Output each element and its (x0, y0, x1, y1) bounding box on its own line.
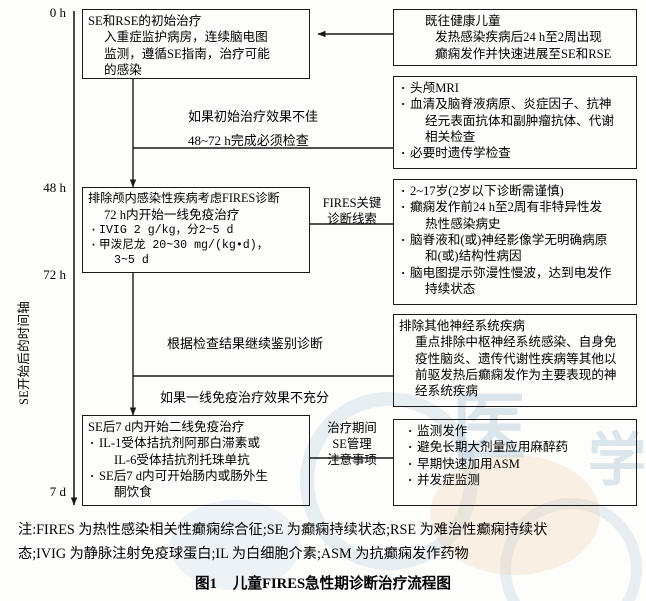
se-management-box: 监测发作 避免长期大剂量应用麻醉药 早期快速加用ASM 并发症监测 (393, 419, 637, 506)
exclusion-title: 排除其他神经系统疾病 (399, 319, 525, 333)
required-workup-box: 头颅MRI 血清及脑脊液病原、炎症因子、抗神 经元表面抗体和副肿瘤抗体、代谢 相… (393, 76, 637, 169)
figure-caption: 图1 儿童FIRES急性期诊断治疗流程图 (0, 572, 646, 593)
initial-treatment-line-4: 的感染 (104, 63, 142, 78)
se-mgmt-item-4: 并发症监测 (406, 472, 632, 488)
edge-label-poor-initial-response: 如果初始治疗效果不佳 (188, 109, 319, 124)
timeline-tick-72h: 72 h (43, 267, 66, 282)
second-line-item-1-cont: IL-6受体拮抗剂托珠单抗 (114, 452, 250, 467)
workup-item-2: 血清及脑脊液病原、炎症因子、抗神 (399, 96, 632, 112)
first-line-subtitle: 72 h内开始一线免疫治疗 (104, 207, 240, 222)
second-line-item-2-cont: 酮饮食 (114, 485, 152, 500)
key-clues-label-line-2: 诊断线索 (327, 211, 377, 226)
key-clue-3-cont: 和(或)结构性病因 (425, 249, 522, 264)
initial-treatment-line-2: 入重症监护病房，连续脑电图 (104, 30, 268, 45)
key-clue-2-cont: 热性感染病史 (425, 216, 501, 231)
second-line-immunotherapy-box: SE后7 d内开始二线免疫治疗 IL-1受体拮抗剂阿那白滞素或 IL-6受体拮抗… (82, 415, 310, 506)
fires-key-clues-box: 2~17岁(2岁以下诊断需谨慎) 癫痫发作前24 h至2周有非特异性发 热性感染… (393, 179, 637, 305)
exclusion-line-4: 前驱发热后癫痫发作为主要表现的神 (415, 368, 617, 383)
figure-caption-label: 图1 (194, 576, 217, 592)
initial-treatment-line-1: SE和RSE的初始治疗 (88, 14, 202, 28)
key-clue-1: 2~17岁(2岁以下诊断需谨慎) (399, 183, 632, 199)
exclusion-line-2: 重点排除中枢神经系统感染、自身免 (415, 335, 617, 350)
workup-item-2-cont-1: 经元表面抗体和副肿瘤抗体、代谢 (425, 113, 614, 128)
fires-key-clues-connector-label: FIRES关键 诊断线索 (312, 196, 392, 228)
second-line-title: SE后7 d内开始二线免疫治疗 (88, 420, 245, 434)
presentation-line-1: 既往健康儿童 (425, 14, 501, 28)
presentation-box: 既往健康儿童 发热感染疾病后24 h至2周出现 癫痫发作并快速进展至SE和RSE (393, 9, 637, 66)
workup-item-3: 必要时遗传学检查 (399, 145, 632, 161)
key-clue-3: 脑脊液和(或)神经影像学无明确病原 (399, 232, 632, 248)
se-mgmt-label-line-2: SE管理 (332, 436, 372, 451)
initial-treatment-box: SE和RSE的初始治疗 入重症监护病房，连续脑电图 监测，遵循SE指南，治疗可能… (82, 9, 310, 79)
se-mgmt-item-3: 早期快速加用ASM (406, 456, 632, 472)
timeline-tick-7d: 7 d (49, 484, 66, 499)
workup-item-2-cont-2: 相关检查 (425, 130, 476, 145)
footnote-line-2: 态;IVIG 为静脉注射免疫球蛋白;IL 为白细胞介素;ASM 为抗癫痫发作药物 (18, 546, 469, 562)
exclusion-line-3: 疫性脑炎、遗传代谢性疾病等其他以 (415, 351, 617, 366)
timeline-axis-title: SE开始后的时间轴 (17, 301, 31, 405)
timeline-tick-48h: 48 h (43, 180, 66, 195)
se-management-connector-label: 治疗期间 SE管理 注意事项 (312, 421, 392, 469)
se-mgmt-label-line-3: 注意事项 (327, 452, 377, 467)
se-mgmt-item-2: 避免长期大剂量应用麻醉药 (406, 439, 632, 455)
edge-label-insufficient-first-line: 如果一线免疫治疗效果不充分 (160, 390, 330, 405)
first-line-drug-ivig: IVIG 2 g/kg，分2~5 d (88, 223, 305, 238)
initial-treatment-line-3: 监测，遵循SE指南，治疗可能 (104, 46, 270, 61)
key-clue-2: 癫痫发作前24 h至2周有非特异性发 (399, 199, 632, 215)
first-line-drug-duration: 3~5 d (114, 254, 149, 268)
edge-label-continue-differential: 根据检查结果继续鉴别诊断 (167, 336, 324, 351)
key-clue-4: 脑电图提示弥漫性慢波，达到电发作 (399, 265, 632, 281)
se-mgmt-label-line-1: 治疗期间 (327, 421, 377, 435)
se-mgmt-item-1: 监测发作 (406, 423, 632, 439)
edge-label-workup-window: 48~72 h完成必须检查 (188, 133, 309, 148)
first-line-immunotherapy-box: 排除颅内感染性疾病考虑FIRES诊断 72 h内开始一线免疫治疗 IVIG 2 … (82, 187, 310, 273)
figure-caption-text: 儿童FIRES急性期诊断治疗流程图 (232, 576, 451, 592)
first-line-drug-methylprednisolone: 甲泼尼龙 20~30 mg/(kg•d)， (88, 238, 305, 253)
second-line-item-1: IL-1受体拮抗剂阿那白滞素或 (88, 435, 305, 451)
exclusion-line-5: 经系统疾病 (415, 384, 478, 399)
footnote-line-1: 注:FIRES 为热性感染相关性癫痫综合征;SE 为癫痫持续状态;RSE 为难治… (18, 522, 548, 538)
exclude-other-neuro-disease-box: 排除其他神经系统疾病 重点排除中枢神经系统感染、自身免 疫性脑炎、遗传代谢性疾病… (393, 314, 637, 407)
key-clues-label-line-1: FIRES关键 (322, 196, 382, 210)
first-line-title: 排除颅内感染性疾病考虑FIRES诊断 (88, 191, 280, 205)
second-line-item-2: SE后7 d内可开始肠内或肠外生 (88, 468, 305, 484)
presentation-line-2: 发热感染疾病后24 h至2周出现 (435, 30, 602, 45)
timeline-tick-0h: 0 h (49, 5, 66, 20)
key-clue-4-cont: 持续状态 (425, 282, 476, 297)
presentation-line-3: 癫痫发作并快速进展至SE和RSE (435, 46, 612, 61)
workup-item-1: 头颅MRI (399, 80, 632, 96)
